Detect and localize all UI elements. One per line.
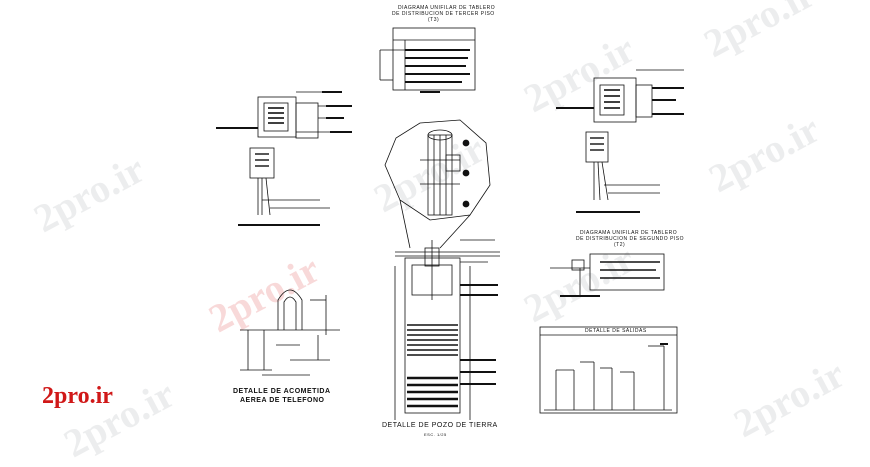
panel-board-right: [556, 69, 684, 213]
acometida-title-2: AEREA DE TELEFONO: [240, 397, 325, 404]
third-floor-title-3: (T3): [428, 17, 440, 23]
diagram-third-floor: [379, 27, 476, 93]
cad-drawing-sheet: 2pro.ir 2pro.ir 2pro.ir 2pro.ir 2pro.ir …: [26, 0, 851, 466]
pozo-scale: ESC. 1/25: [424, 432, 447, 437]
acometida-detail: [240, 289, 340, 376]
third-floor-title-1: DIAGRAMA UNIFILAR DE TABLERO: [398, 5, 496, 11]
acometida-title-1: DETALLE DE ACOMETIDA: [233, 388, 331, 395]
pozo-title: DETALLE DE POZO DE TIERRA: [382, 422, 498, 429]
salidas-title: DETALLE DE SALIDAS: [585, 328, 647, 334]
ground-pit-detail: [394, 239, 500, 420]
cad-linework: [216, 27, 684, 420]
third-floor-title-2: DE DISTRIBUCION DE TERCER PISO: [392, 11, 495, 17]
second-floor-title-1: DIAGRAMA UNIFILAR DE TABLERO: [580, 230, 678, 236]
salidas-detail: [539, 326, 678, 414]
octagon-detail: [384, 119, 491, 249]
second-floor-title-3: (T2): [614, 242, 626, 248]
panel-board-left: [216, 91, 352, 226]
second-floor-title-2: DE DISTRIBUCION DE SEGUNDO PISO: [576, 236, 685, 242]
brand-logo-text: 2pro.ir: [42, 383, 113, 409]
diagram-second-floor: [550, 253, 665, 297]
